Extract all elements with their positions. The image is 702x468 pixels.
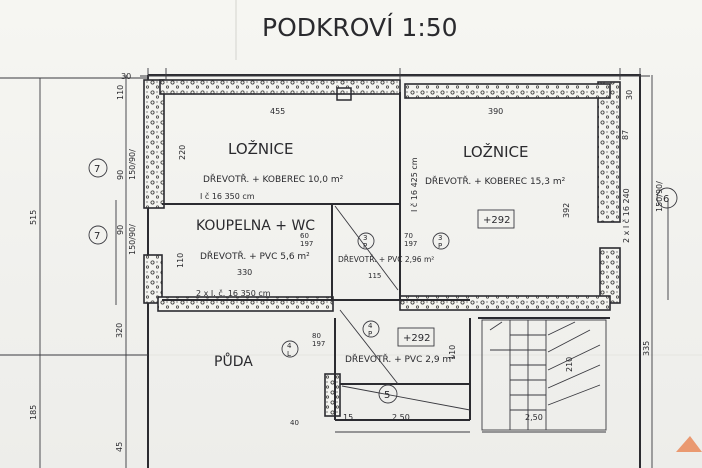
room-finish: DŘEVOTŘ. + KOBEREC 10,0 m²: [203, 174, 344, 185]
svg-text:6: 6: [663, 194, 669, 205]
room-code-circle: 3 P: [432, 232, 450, 250]
interior-walls: [162, 87, 610, 421]
dimension-text: 197: [300, 240, 313, 248]
dimension-text: 45: [115, 442, 124, 452]
watermark-logo: [676, 436, 702, 452]
dimension-text: 80: [312, 332, 321, 340]
beam-note: 2 x I. č. 16 350 cm: [196, 288, 271, 298]
dimension-text: 390: [488, 107, 503, 116]
room-finish: DŘEVOTŘ. + PVC 2,9 m²: [345, 354, 455, 365]
room-name: LOŽNICE: [228, 139, 294, 158]
dimension-text: 330: [237, 268, 252, 277]
staircase: [481, 319, 607, 431]
dimension-text: 87: [621, 130, 630, 140]
level-mark: +292: [477, 209, 515, 229]
svg-text:P: P: [368, 330, 372, 338]
dimension-text: 455: [270, 107, 285, 116]
svg-text:P: P: [363, 242, 367, 250]
dimension-text: 392: [562, 203, 571, 218]
svg-text:5: 5: [384, 390, 390, 401]
dimension-text: 110: [448, 345, 457, 360]
grid-label-circle: 7: [88, 225, 108, 245]
beam-note: 2 x I č 16 240: [621, 188, 631, 243]
room-code-circle: 4 L: [281, 340, 299, 358]
dimension-text: 210: [565, 357, 574, 372]
level-mark: +292: [397, 327, 435, 347]
room-name: KOUPELNA + WC: [196, 218, 315, 234]
svg-text:P: P: [438, 242, 442, 250]
room-name: PŮDA: [214, 352, 253, 370]
dimension-text: 110: [116, 85, 125, 100]
dimension-lines: [0, 68, 669, 468]
outer-walls: [143, 74, 641, 468]
grid-label-circle: 5: [378, 384, 398, 404]
dimension-text: 60: [300, 232, 309, 240]
dimension-text: 515: [29, 210, 38, 225]
room-finish: DŘEVOTŘ. + PVC 5,6 m²: [200, 251, 310, 262]
dimension-text: 150/90/: [128, 149, 137, 180]
room-finish: DŘEVOTŘ. + PVC 2,96 m²: [338, 255, 434, 264]
dimension-text: 150/90/: [655, 181, 664, 212]
grid-label-circle: 7: [88, 158, 108, 178]
dimension-text: 90: [116, 225, 125, 235]
dimension-text: 197: [312, 340, 325, 348]
dimension-text: 220: [178, 145, 187, 160]
dimension-text: 2,50: [525, 413, 543, 422]
svg-text:3: 3: [363, 234, 367, 242]
plan-title: PODKROVÍ 1:50: [262, 13, 458, 42]
dimension-text: 70: [404, 232, 413, 240]
diagonal-marks: [334, 205, 471, 411]
dimension-text: 2,50: [392, 413, 410, 422]
room-name: LOŽNICE: [463, 142, 529, 161]
svg-text:+292: +292: [403, 333, 430, 344]
room-finish: DŘEVOTŘ. + KOBEREC 15,3 m²: [425, 176, 566, 187]
dimension-text: 110: [176, 253, 185, 268]
dimension-text: 30: [625, 90, 634, 100]
svg-text:7: 7: [94, 231, 100, 242]
svg-text:7: 7: [94, 164, 100, 175]
dimension-text: 115: [368, 272, 381, 280]
grid-label-circle: 6: [656, 187, 678, 209]
svg-text:4: 4: [287, 342, 292, 350]
svg-text:4: 4: [368, 322, 373, 330]
svg-text:L: L: [287, 350, 291, 358]
svg-text:3: 3: [438, 234, 442, 242]
dimension-text: 335: [642, 341, 651, 356]
dimension-text: 40: [290, 419, 299, 427]
beam-note: I č 16 350 cm: [200, 191, 255, 201]
dimension-text: 150/90/: [128, 224, 137, 255]
room-code-circle: 3 P: [357, 232, 375, 250]
dimension-text: 197: [404, 240, 417, 248]
room-code-circle: 4 P: [362, 320, 380, 338]
dimension-text: 90: [116, 170, 125, 180]
dimension-text: 15: [343, 413, 353, 422]
dimension-text: 185: [29, 405, 38, 420]
beam-note: I č 16 425 cm: [409, 157, 419, 212]
dimension-text: 30: [121, 72, 131, 81]
svg-text:+292: +292: [483, 215, 510, 226]
dimension-text: 320: [115, 323, 124, 338]
